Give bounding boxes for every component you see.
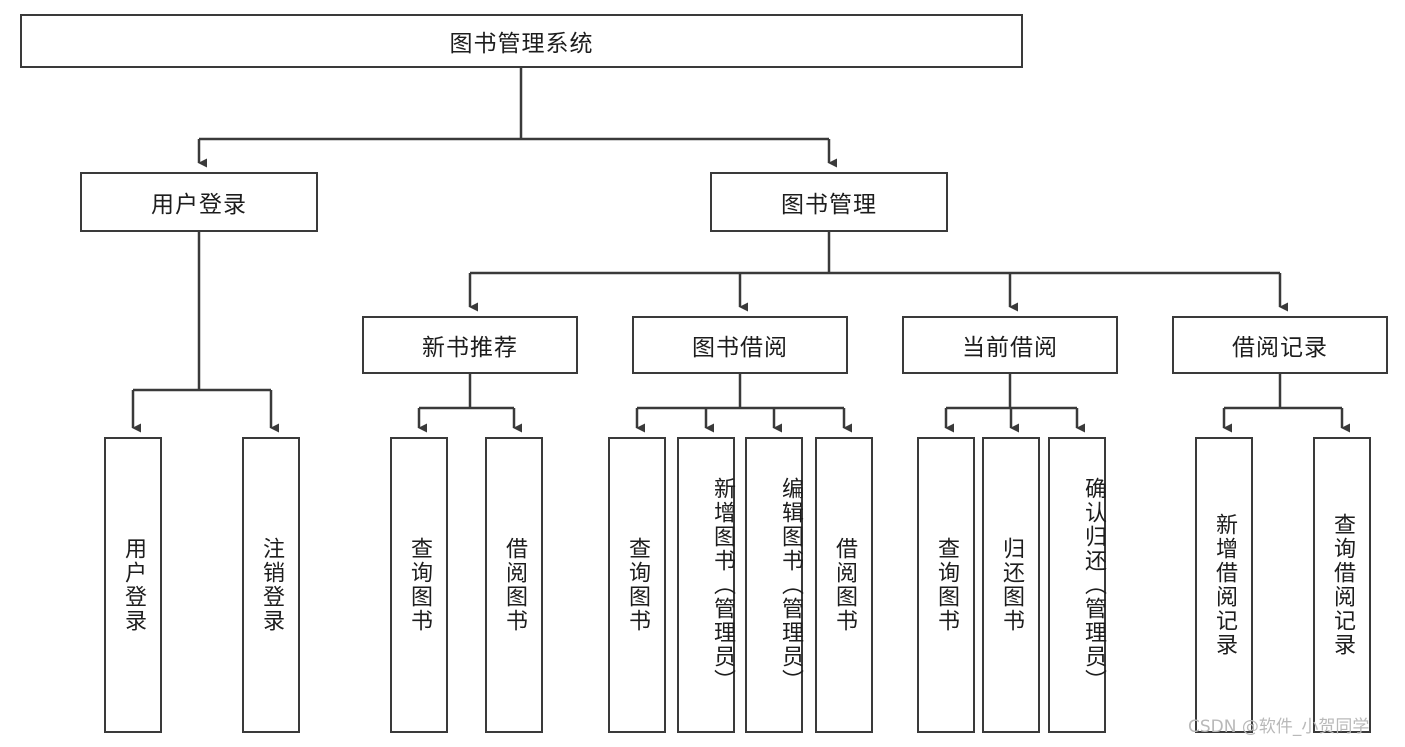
node-label: 新增借阅记录 <box>1212 513 1237 657</box>
node-leaf_borrow_book_rec: 借阅图书 <box>485 437 543 733</box>
node-label: 新增图书（管理员） <box>710 477 735 693</box>
node-leaf_query_book_rec: 查询图书 <box>390 437 448 733</box>
node-label: 用户登录 <box>151 192 247 218</box>
node-leaf_add_book: 新增图书（管理员） <box>677 437 735 733</box>
node-label: 图书借阅 <box>692 335 788 361</box>
node-new_book_rec: 新书推荐 <box>362 316 578 374</box>
node-label: 借阅记录 <box>1232 335 1328 361</box>
node-book_manage: 图书管理 <box>710 172 948 232</box>
node-book_borrow: 图书借阅 <box>632 316 848 374</box>
node-label: 查询图书 <box>625 537 650 633</box>
node-leaf_user_login: 用户登录 <box>104 437 162 733</box>
node-label: 图书管理 <box>781 192 877 218</box>
node-leaf_edit_book: 编辑图书（管理员） <box>745 437 803 733</box>
node-leaf_logout: 注销登录 <box>242 437 300 733</box>
node-current_borrow: 当前借阅 <box>902 316 1118 374</box>
node-label: 查询借阅记录 <box>1330 513 1355 657</box>
node-label: 注销登录 <box>259 537 284 633</box>
node-leaf_add_record: 新增借阅记录 <box>1195 437 1253 733</box>
node-leaf_query_book_b: 查询图书 <box>608 437 666 733</box>
node-leaf_confirm_return: 确认归还（管理员） <box>1048 437 1106 733</box>
node-leaf_query_record: 查询借阅记录 <box>1313 437 1371 733</box>
node-label: 新书推荐 <box>422 335 518 361</box>
node-label: 查询图书 <box>407 537 432 633</box>
node-label: 确认归还（管理员） <box>1081 477 1106 693</box>
node-root: 图书管理系统 <box>20 14 1023 68</box>
node-user_login: 用户登录 <box>80 172 318 232</box>
node-label: 查询图书 <box>934 537 959 633</box>
node-label: 借阅图书 <box>502 537 527 633</box>
node-leaf_query_book_c: 查询图书 <box>917 437 975 733</box>
node-borrow_record: 借阅记录 <box>1172 316 1388 374</box>
node-label: 编辑图书（管理员） <box>778 477 803 693</box>
node-leaf_return_book: 归还图书 <box>982 437 1040 733</box>
node-label: 图书管理系统 <box>449 31 594 57</box>
node-label: 借阅图书 <box>832 537 857 633</box>
watermark-text: CSDN @软件_小贺同学 <box>1188 717 1370 737</box>
node-leaf_borrow_book_b: 借阅图书 <box>815 437 873 733</box>
node-label: 归还图书 <box>999 537 1024 633</box>
node-label: 当前借阅 <box>962 335 1058 361</box>
node-label: 用户登录 <box>121 537 146 633</box>
